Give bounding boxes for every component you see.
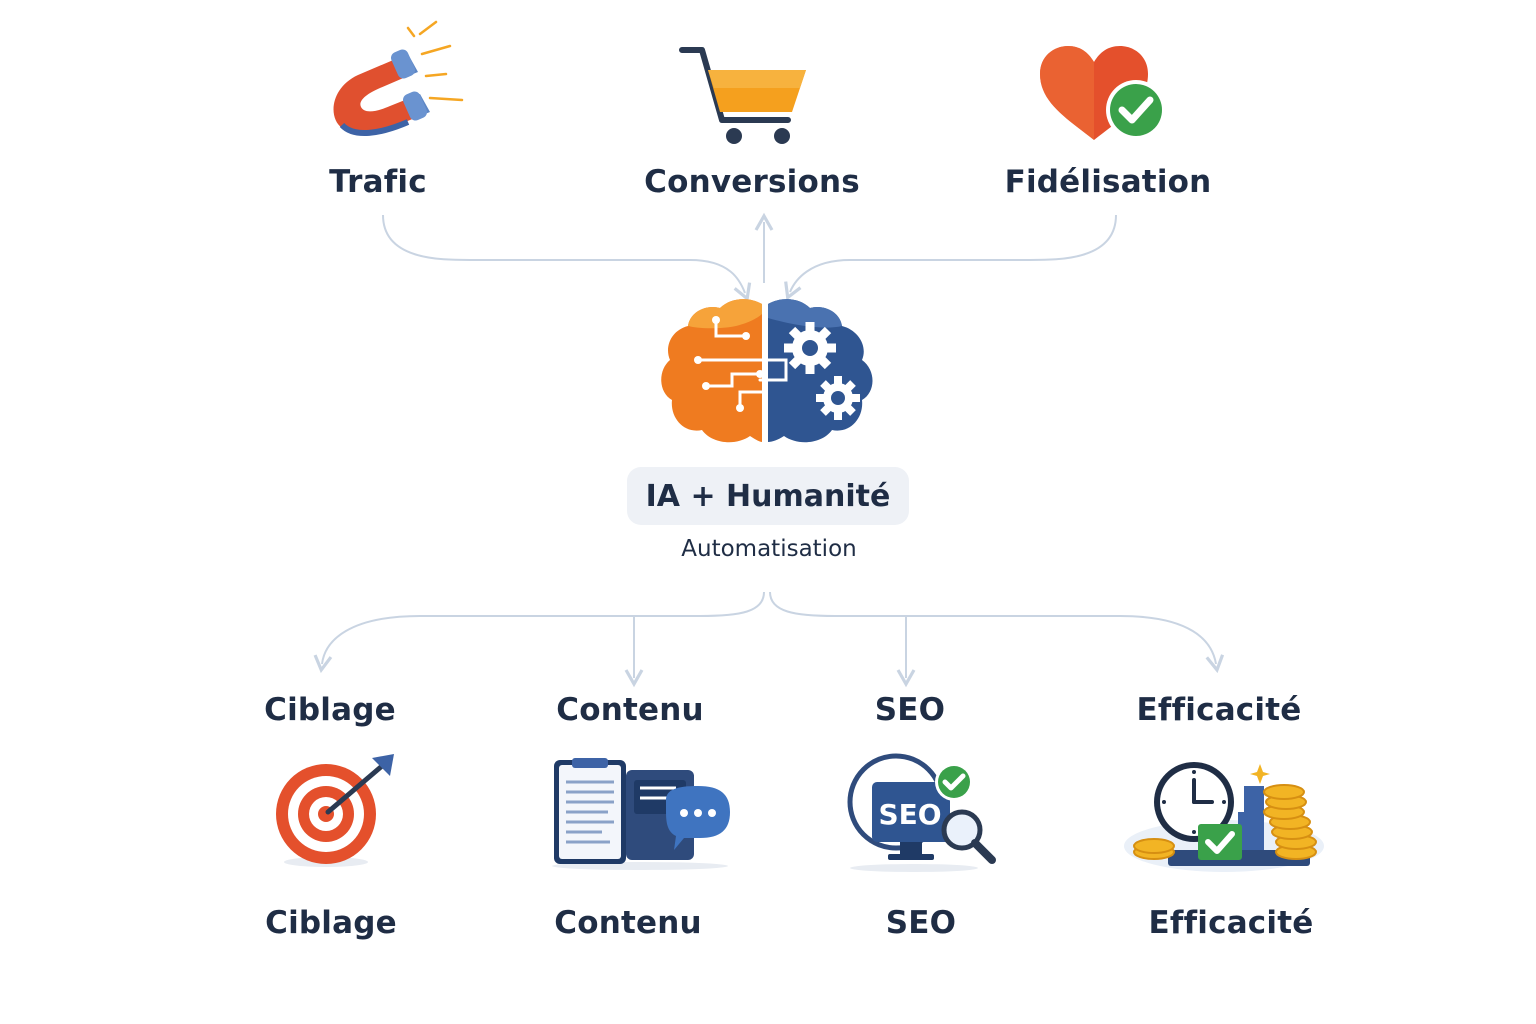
connector-trafic [382, 214, 752, 302]
gear-icon [816, 376, 860, 420]
brain-gears-icon [661, 299, 873, 443]
document-chat-icon [552, 758, 730, 870]
node-label-contenu: Contenu [556, 692, 704, 728]
node-label-fidelisation: Fidélisation [1004, 164, 1212, 200]
magnet-icon [333, 20, 464, 137]
node-caption-seo: SEO [885, 905, 957, 941]
node-label-conversions: Conversions [644, 164, 860, 200]
gear-icon [784, 322, 836, 374]
node-label-ciblage: Ciblage [264, 692, 396, 728]
node-caption-efficacite: Efficacité [1148, 905, 1314, 941]
node-label-trafic: Trafic [329, 164, 427, 200]
target-arrow-icon [276, 754, 394, 867]
center-title: IA + Humanité [645, 478, 891, 514]
shopping-cart-icon [679, 47, 806, 144]
clock-coins-icon [1124, 762, 1324, 872]
node-label-efficacite: Efficacité [1136, 692, 1302, 728]
seo-icon-text: SEO [878, 798, 941, 831]
connector-fidelisation [784, 214, 1117, 301]
node-label-seo: SEO [874, 692, 946, 728]
connector-hub [313, 591, 765, 674]
center-title-pill: IA + Humanité [627, 467, 909, 525]
heart-check-icon [1040, 46, 1166, 140]
seo-monitor-icon: SEO [847, 753, 996, 872]
node-caption-ciblage: Ciblage [265, 905, 397, 941]
center-subtitle: Automatisation [681, 536, 857, 562]
node-caption-contenu: Contenu [554, 905, 702, 941]
